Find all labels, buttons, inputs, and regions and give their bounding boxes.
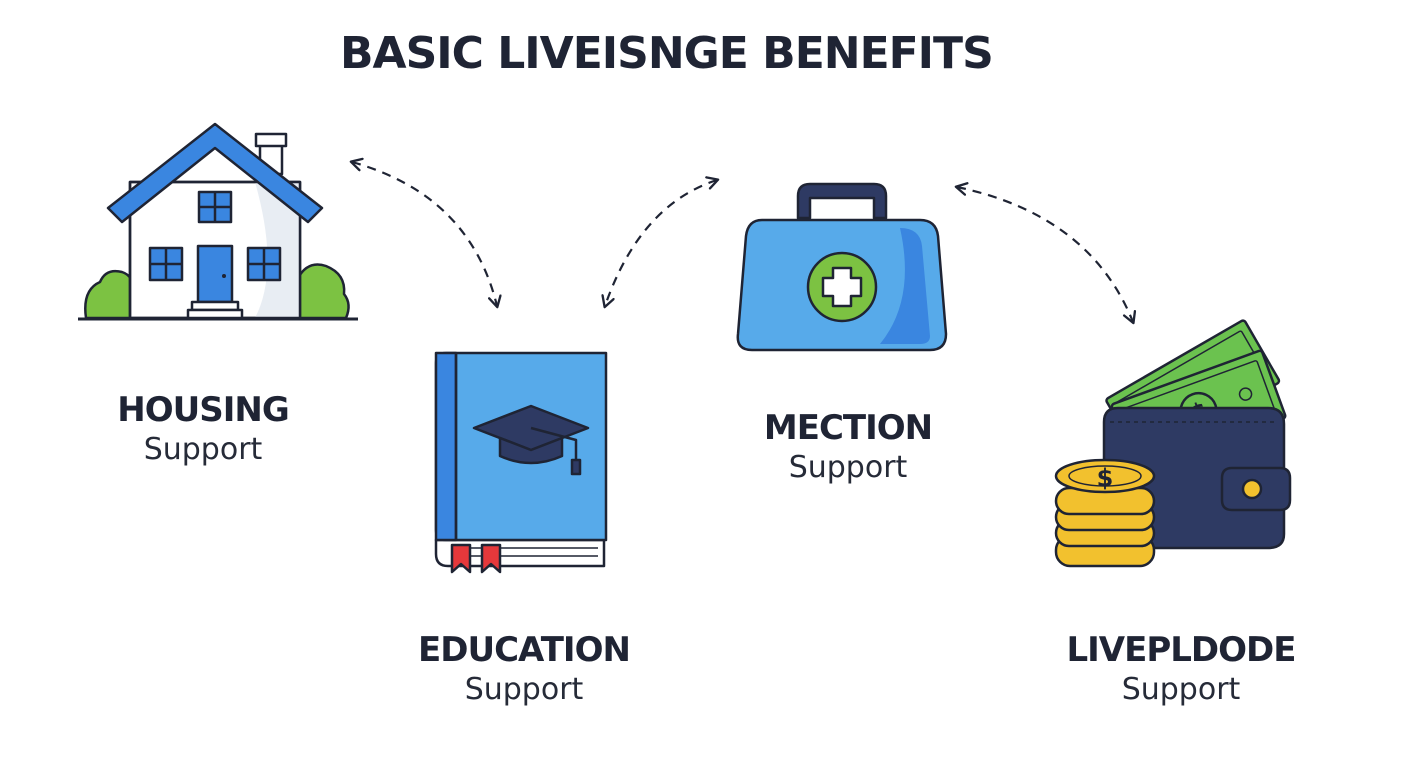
wallet-money-icon: $ $ [1054,319,1292,568]
house-icon [78,122,358,321]
connector-arrow-housing-education [349,157,502,309]
benefit-subtitle: Support [464,672,584,707]
benefit-subtitle: Support [788,450,908,485]
connector-arrow-education-medical [601,176,720,309]
benefit-label-medical: MECTION Support [688,408,1008,488]
book-graduation-cap-icon [434,351,608,574]
benefit-label-livelihood: LIVEPLDODE Support [1021,630,1341,710]
connector-arrow-medical-wallet [954,182,1137,325]
benefit-name: HOUSING [117,390,289,430]
svg-text:$: $ [1097,464,1114,492]
medical-kit-icon [736,182,948,352]
benefit-name: LIVEPLDODE [1066,630,1296,670]
benefit-label-housing: HOUSING Support [43,390,363,470]
page-title: BASIC LIVEISNGE BENEFITS [340,28,994,79]
benefit-subtitle: Support [1121,672,1241,707]
benefit-name: MECTION [763,408,933,448]
benefit-label-education: EDUCATION Support [364,630,684,710]
benefit-name: EDUCATION [418,630,631,670]
benefit-subtitle: Support [143,432,263,467]
